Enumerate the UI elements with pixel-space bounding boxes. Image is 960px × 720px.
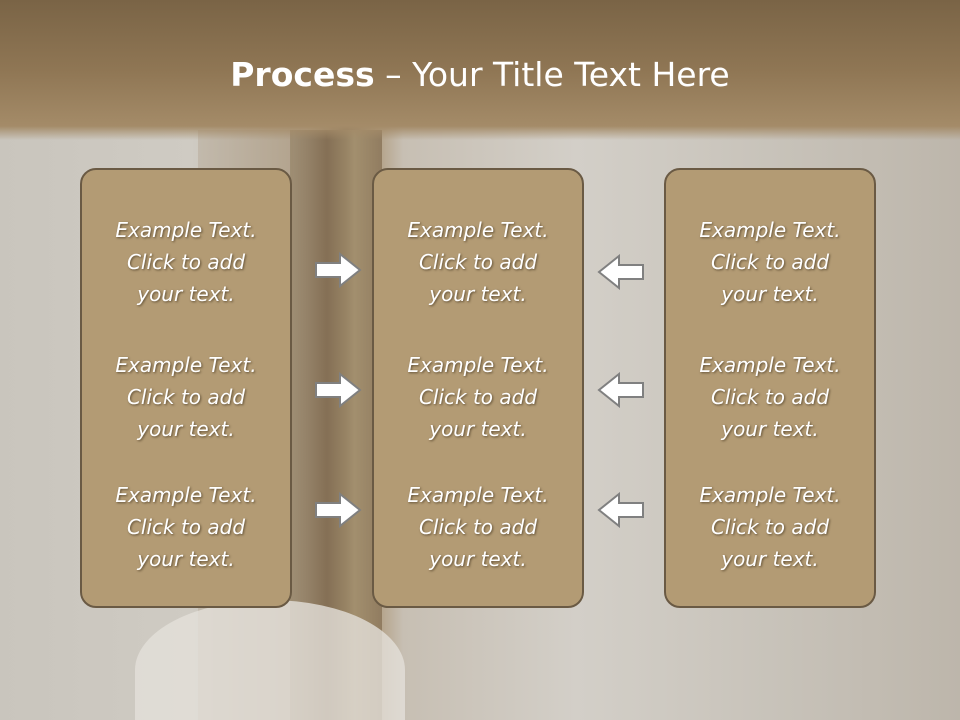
arrow-right-icon (315, 492, 362, 528)
arrow-left-icon (597, 254, 644, 290)
title-bold: Process (230, 55, 375, 94)
arrow-left-icon (597, 492, 644, 528)
arrow-right-icon (315, 372, 362, 408)
arrow-left-icon (597, 372, 644, 408)
background-photo-figure (135, 600, 405, 720)
slide-title[interactable]: Process – Your Title Text Here (0, 52, 960, 98)
arrow-right-icon (315, 252, 362, 288)
title-rest: – Your Title Text Here (374, 55, 730, 94)
title-bar: Process – Your Title Text Here (0, 0, 960, 140)
